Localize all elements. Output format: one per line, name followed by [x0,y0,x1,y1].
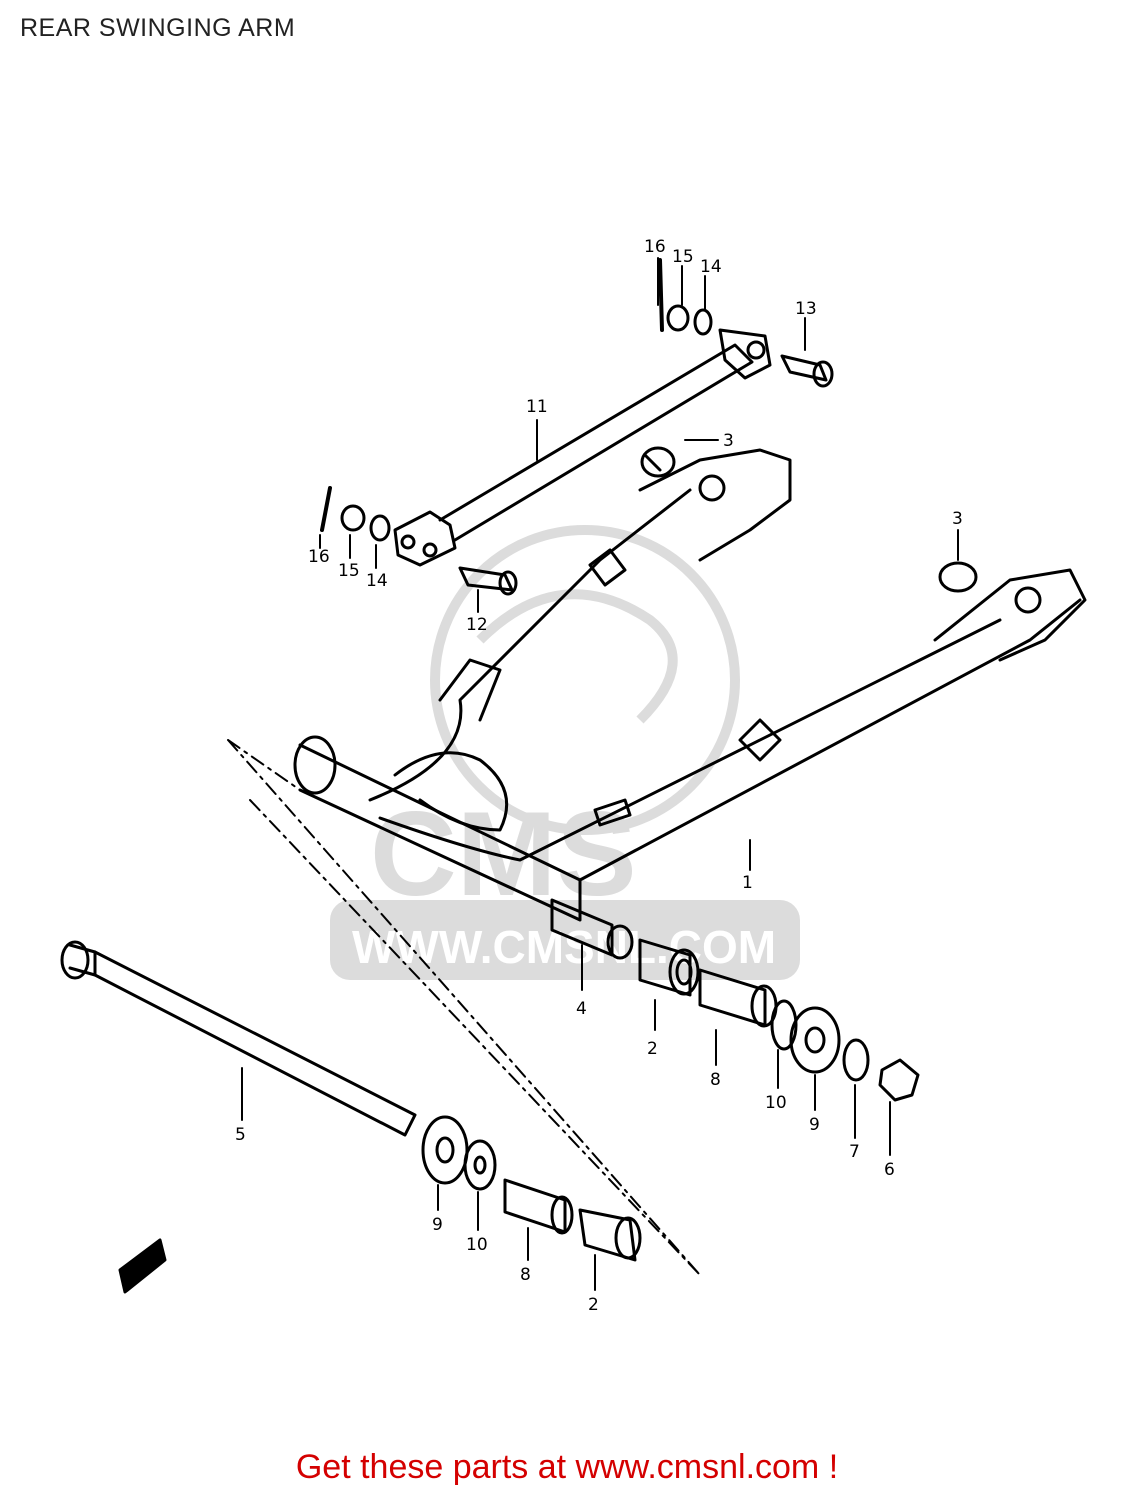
label-2-upper: 2 [647,1039,658,1059]
diagram-title: REAR SWINGING ARM [20,14,296,42]
bushing-3-right [938,561,978,593]
washer-7 [842,1038,870,1082]
label-3-left: 3 [723,431,734,451]
swinging-arm [293,448,1087,922]
watermark-url: WWW.CMSNL.COM [352,921,776,973]
bushing-3-left [640,446,676,478]
label-9-lower: 9 [432,1215,443,1235]
bolt-13 [780,354,834,388]
bolt-12 [458,566,518,596]
footer-text: Get these parts at www.cmsnl.com ! [295,1448,839,1486]
label-10-lower: 10 [466,1235,488,1255]
label-13: 13 [795,299,817,319]
fasteners-left [320,486,391,542]
washer-10-lower [463,1139,497,1191]
alignment-line [227,739,701,1276]
label-14-left: 14 [366,571,388,591]
watermark: CMS WWW.CMSNL.COM [330,525,800,980]
label-9-upper: 9 [809,1115,820,1135]
pivot-bolt-5 [60,940,417,1137]
label-6: 6 [884,1160,895,1180]
part-labels: 1 2 2 3 3 4 5 6 7 8 8 9 9 10 10 11 12 13… [235,237,963,1315]
label-3-right: 3 [952,509,963,529]
label-2-lower: 2 [588,1295,599,1315]
bearing-2-lower [578,1208,642,1262]
label-10-upper: 10 [765,1093,787,1113]
fasteners-top [658,258,713,336]
label-16-top: 16 [644,237,666,257]
label-15-left: 15 [338,561,360,581]
label-11: 11 [526,397,548,417]
nut-6 [878,1058,920,1102]
footer-link[interactable]: Get these parts at www.cmsnl.com ! [0,1448,1132,1487]
spacer-8-lower [503,1178,574,1235]
seal-9-lower [421,1115,469,1185]
label-12: 12 [466,615,488,635]
seal-9-upper [789,1006,841,1074]
label-1: 1 [742,873,753,893]
label-5: 5 [235,1125,246,1145]
label-16-left: 16 [308,547,330,567]
torque-link [393,328,772,567]
direction-marker [118,1238,167,1294]
label-14-top: 14 [700,257,722,277]
label-8-lower: 8 [520,1265,531,1285]
watermark-logo: CMS [370,787,637,921]
label-8-upper: 8 [710,1070,721,1090]
leader-lines [241,257,959,1291]
label-7: 7 [849,1142,860,1162]
pivot-collar [550,898,634,960]
washer-10-upper [770,999,798,1051]
label-15-top: 15 [672,247,694,267]
label-4: 4 [576,999,587,1019]
bearing-2-upper [638,938,700,997]
